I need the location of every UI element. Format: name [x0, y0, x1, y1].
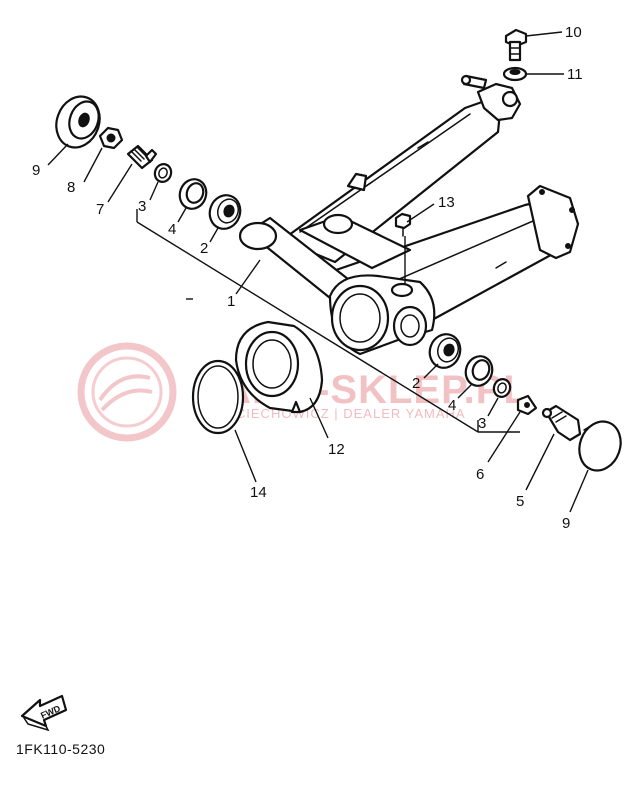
callout-6: 6 — [476, 466, 484, 483]
callout-2-left: 2 — [200, 240, 208, 257]
diagram-code: 1FK110-5230 — [16, 741, 106, 757]
dust-seal-9-left — [55, 95, 101, 149]
callout-5: 5 — [516, 493, 524, 510]
oil-seal-4-right — [464, 355, 494, 387]
callout-4-right: 4 — [448, 397, 456, 414]
callout-14: 14 — [250, 484, 267, 501]
washer-11 — [502, 66, 528, 82]
bearing-2-left — [208, 194, 242, 230]
spacer-3-right — [492, 378, 512, 398]
callout-8: 8 — [67, 179, 75, 196]
callout-2-right: 2 — [412, 375, 420, 392]
dust-cover-12 — [234, 320, 324, 414]
callout-1: 1 — [227, 293, 235, 310]
swingarm — [238, 74, 580, 356]
callout-12: 12 — [328, 441, 345, 458]
forward-arrow-icon: FWD — [20, 694, 68, 732]
pivot-shaft-5 — [541, 404, 582, 442]
callout-7: 7 — [96, 201, 104, 218]
lock-washer-6 — [516, 394, 538, 416]
callout-9-right: 9 — [562, 515, 570, 532]
fitting-13 — [394, 212, 412, 237]
callout-11: 11 — [567, 66, 583, 83]
callout-3-left: 3 — [138, 198, 146, 215]
nut-8 — [98, 126, 124, 150]
callout-10: 10 — [565, 24, 582, 41]
watermark-subtext: WOJCIECHOWICZ | DEALER YAMAHA — [204, 406, 466, 421]
callout-13: 13 — [438, 194, 455, 211]
oil-seal-4-left — [178, 178, 208, 210]
bolt-10 — [504, 28, 528, 62]
spacer-3-left — [153, 163, 173, 183]
gasket-14 — [191, 359, 245, 435]
callout-9-left: 9 — [32, 162, 40, 179]
pivot-axis-line — [136, 209, 520, 433]
bearing-2-right — [428, 333, 462, 369]
callout-4-left: 4 — [168, 221, 176, 238]
callout-leaders — [47, 31, 589, 513]
pivot-shaft-7 — [126, 144, 158, 170]
callout-labels: 10 11 9 8 7 3 4 2 13 1 2 4 3 12 14 6 5 9 — [32, 24, 583, 532]
cap-9-right — [578, 420, 622, 472]
watermark-logo — [77, 342, 177, 442]
callout-3-right: 3 — [478, 415, 486, 432]
